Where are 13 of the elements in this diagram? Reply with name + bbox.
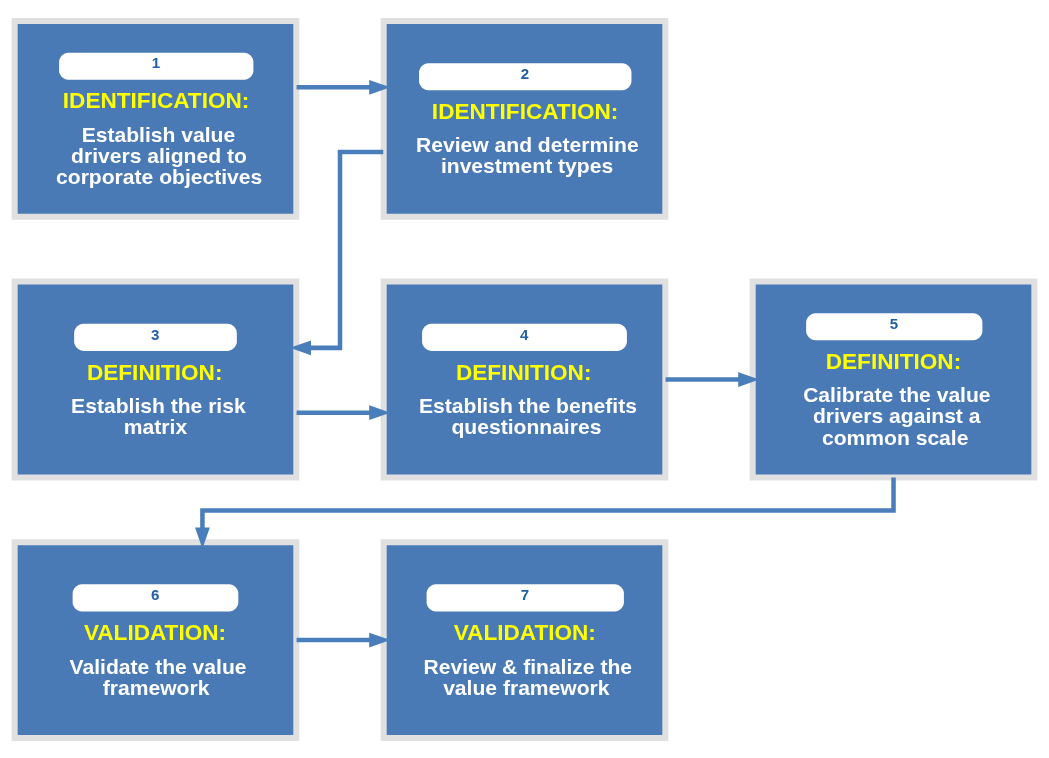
node-box: 5 DEFINITION: Calibrate the value drivers against a common scale (749, 278, 1038, 480)
node-box: 1 IDENTIFICATION: Establish value drivers aligned to corporate objectives (11, 17, 300, 220)
node-box: 7 VALIDATION: Review & finalize the value framework (380, 538, 669, 741)
arrow (665, 371, 760, 387)
arrow (296, 404, 391, 420)
arrow (296, 632, 391, 647)
arrow (195, 477, 896, 549)
node-box: 6 VALIDATION: Validate the value framework (11, 538, 300, 741)
arrow (289, 149, 384, 355)
node-box: 2 IDENTIFICATION: Review and determine investment types (380, 17, 669, 220)
node-box: 4 DEFINITION: Establish the benefits questionnaires (380, 278, 669, 480)
node-box: 3 DEFINITION: Establish the risk matrix (11, 278, 300, 480)
arrow (296, 79, 391, 95)
